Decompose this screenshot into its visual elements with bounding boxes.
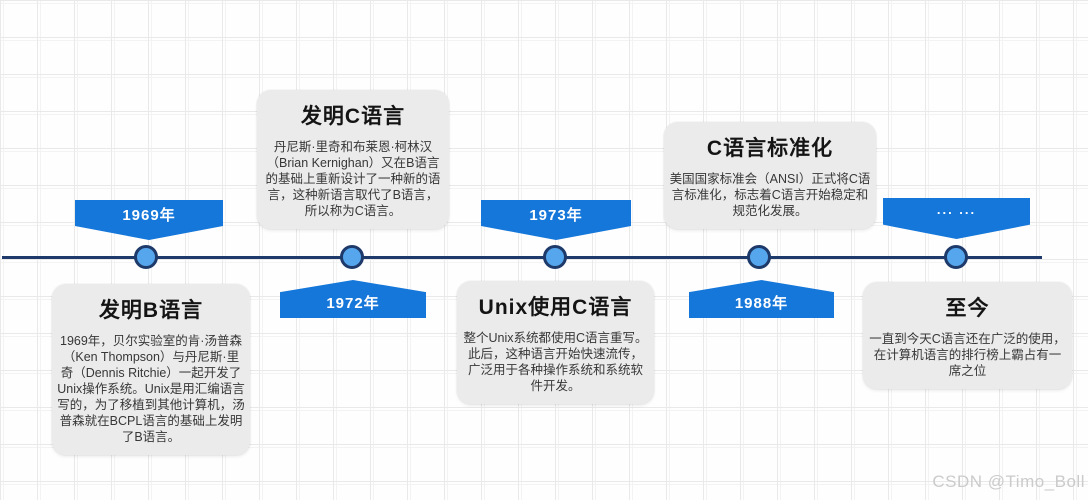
card-title: Unix使用C语言 xyxy=(478,296,633,319)
year-banner-down: 1969年 xyxy=(75,200,223,240)
year-label: 1972年 xyxy=(326,295,380,312)
year-label: 1973年 xyxy=(529,207,583,224)
timeline-node xyxy=(944,245,968,269)
year-label: 1969年 xyxy=(122,207,176,224)
card-title: 至今 xyxy=(945,297,990,320)
event-card: Unix使用C语言 整个Unix系统都使用C语言重写。此后，这种语言开始快速流传… xyxy=(457,281,654,404)
timeline-node xyxy=(543,245,567,269)
year-banner-down: 1973年 xyxy=(481,200,631,240)
timeline-axis xyxy=(2,256,1042,259)
card-title: 发明C语言 xyxy=(300,105,406,128)
card-body: 一直到今天C语言还在广泛的使用，在计算机语言的排行榜上霸占有一席之位 xyxy=(869,332,1066,378)
year-banner-up: 1988年 xyxy=(689,280,834,318)
timeline-node xyxy=(340,245,364,269)
year-banner-up: 1972年 xyxy=(280,280,426,318)
year-banner-down: ... ... xyxy=(883,198,1030,239)
card-body: 1969年，贝尔实验室的肯·汤普森（Ken Thompson）与丹尼斯·里奇（D… xyxy=(57,334,245,444)
event-card: 发明C语言 丹尼斯·里奇和布莱恩·柯林汉（Brian Kernighan）又在B… xyxy=(257,90,449,229)
watermark: CSDN @Timo_Boll xyxy=(932,472,1085,491)
card-body: 美国国家标准会（ANSI）正式将C语言标准化，标志着C语言开始稳定和规范化发展。 xyxy=(669,172,871,218)
event-card: 发明B语言 1969年，贝尔实验室的肯·汤普森（Ken Thompson）与丹尼… xyxy=(52,284,250,455)
card-title: 发明B语言 xyxy=(98,299,204,322)
event-card: C语言标准化 美国国家标准会（ANSI）正式将C语言标准化，标志着C语言开始稳定… xyxy=(664,122,876,229)
card-title: C语言标准化 xyxy=(706,137,834,160)
event-card: 至今 一直到今天C语言还在广泛的使用，在计算机语言的排行榜上霸占有一席之位 xyxy=(863,282,1072,389)
timeline-node xyxy=(134,245,158,269)
timeline-node xyxy=(747,245,771,269)
card-body: 丹尼斯·里奇和布莱恩·柯林汉（Brian Kernighan）又在B语言的基础上… xyxy=(265,140,441,218)
year-label: 1988年 xyxy=(734,295,789,312)
year-label: ... ... xyxy=(936,202,977,217)
card-body: 整个Unix系统都使用C语言重写。此后，这种语言开始快速流传，广泛用于各种操作系… xyxy=(463,331,648,393)
